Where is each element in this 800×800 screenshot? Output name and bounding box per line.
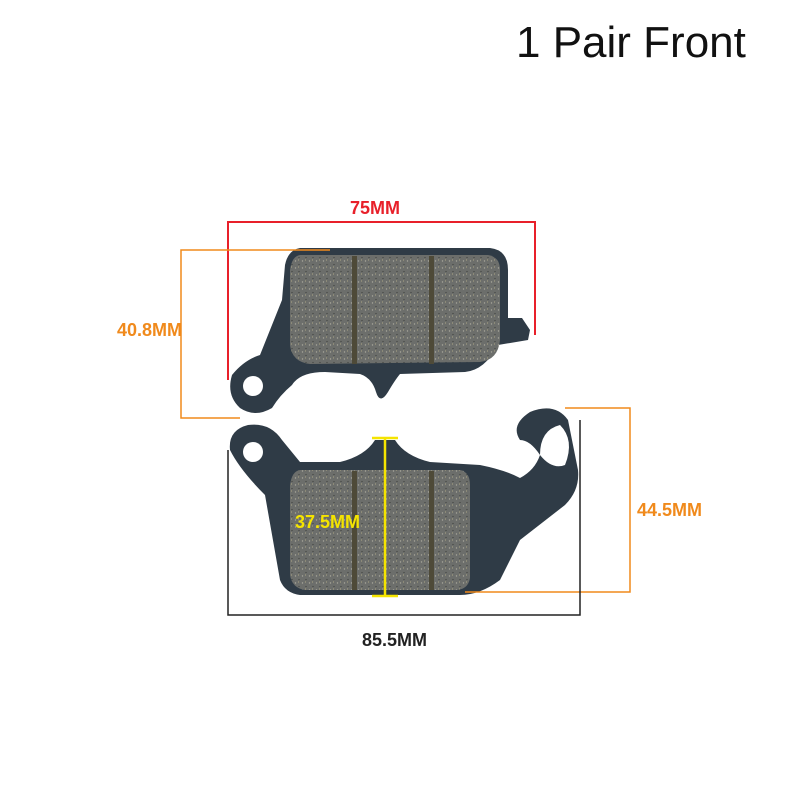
- top-brake-pad: [230, 248, 530, 413]
- label-40-8mm: 40.8MM: [117, 320, 183, 340]
- top-groove-2: [429, 256, 434, 364]
- height-44-5-dimension-line: [465, 407, 631, 593]
- bottom-friction-material: [290, 470, 470, 590]
- top-friction-material: [290, 255, 500, 364]
- bottom-mount-hole: [243, 442, 263, 462]
- label-85-5mm: 85.5MM: [362, 630, 428, 650]
- top-groove-1: [352, 256, 357, 364]
- height-37-5-dimension-line: [372, 436, 398, 598]
- product-title: 1 Pair Front: [516, 18, 746, 67]
- width-85-5-dimension-line: [227, 420, 581, 616]
- bottom-brake-pad: [229, 408, 579, 595]
- bottom-groove-1: [352, 471, 357, 590]
- top-mount-hole: [243, 376, 263, 396]
- label-44-5mm: 44.5MM: [637, 500, 703, 520]
- bottom-groove-2: [429, 471, 434, 590]
- label-75mm: 75MM: [350, 198, 401, 218]
- bottom-ear-notch: [540, 425, 569, 467]
- width-75-dimension-line: [227, 221, 536, 380]
- height-40-8-dimension-line: [180, 249, 330, 419]
- label-37-5mm: 37.5MM: [295, 512, 361, 532]
